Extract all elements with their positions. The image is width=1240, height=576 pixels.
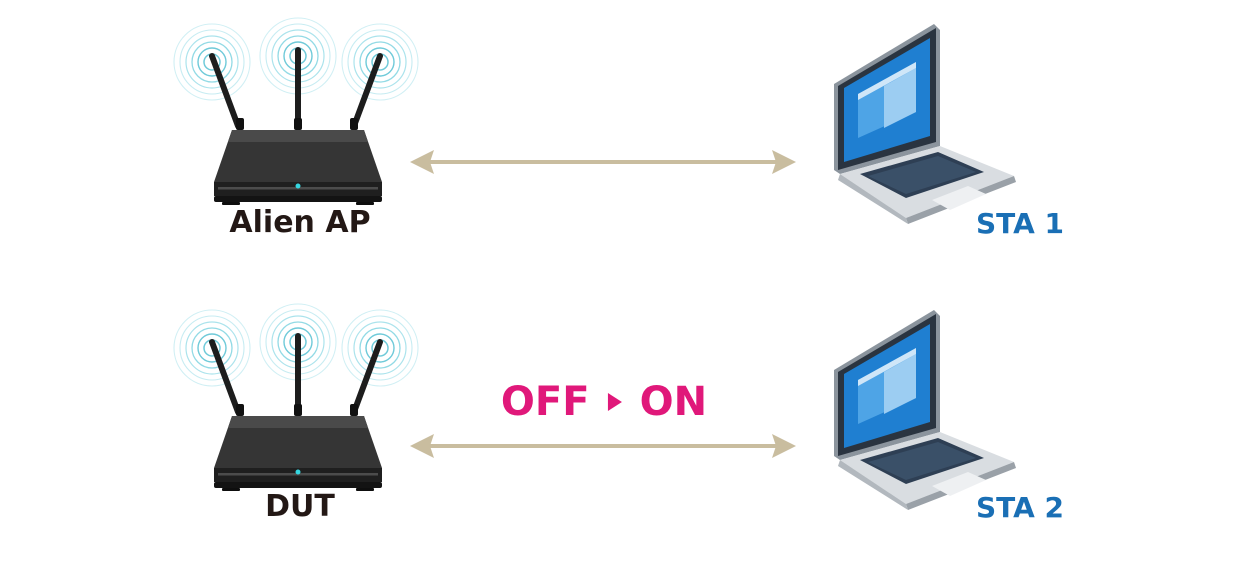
- state-off-text: OFF: [500, 379, 590, 425]
- alien-ap-label: Alien AP: [229, 205, 371, 240]
- dut-router-icon: [174, 304, 418, 491]
- sta2-label: STA 2: [976, 491, 1064, 524]
- bottom-link-arrow: [408, 432, 798, 460]
- alien-ap-router-icon: [174, 18, 418, 205]
- sta2-laptop-icon: [834, 310, 1016, 510]
- top-link-arrow: [408, 148, 798, 176]
- state-on-text: ON: [639, 379, 708, 425]
- dut-label: DUT: [265, 489, 335, 524]
- link-state-label: OFF ON: [501, 382, 707, 422]
- play-triangle-icon: [607, 393, 622, 411]
- sta1-laptop-icon: [834, 24, 1016, 224]
- sta1-label: STA 1: [976, 207, 1064, 240]
